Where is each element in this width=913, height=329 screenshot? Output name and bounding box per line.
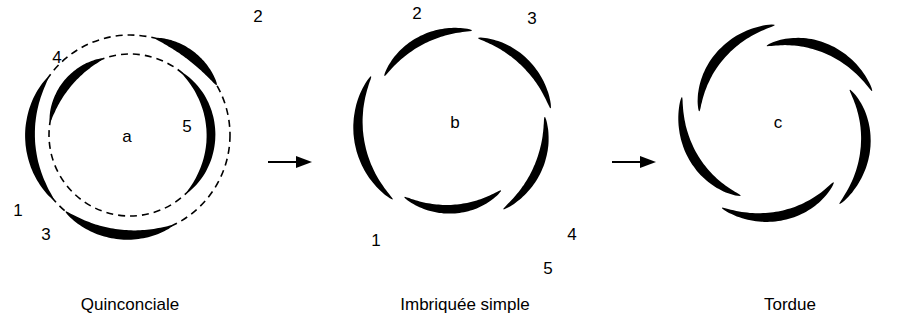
petal [503,117,548,209]
callout-number: 1 [371,232,380,249]
figure-letter: a [122,128,131,145]
petal [66,211,173,239]
caption: Imbriquée simple [400,296,529,313]
callout-number: 4 [52,49,61,66]
petal [353,76,393,199]
callout-number: 4 [567,226,576,243]
petal [478,38,551,109]
caption: Quinconciale [81,296,179,313]
callout-number: 2 [412,5,421,22]
arrow-head [296,156,312,168]
arrow-line [268,161,298,163]
callout-number: 2 [253,8,262,25]
petal [384,28,472,76]
petal [767,38,873,91]
petal [698,25,775,112]
callout-number: 1 [13,202,22,219]
petal [839,90,870,204]
callout-number: 5 [182,118,191,135]
petal [25,77,54,199]
arrow-line [612,161,642,163]
caption: Tordue [764,296,816,313]
dashed-outline [30,35,230,235]
petal-group [25,25,872,240]
petal [722,182,834,222]
petal [404,190,501,213]
callout-number: 3 [41,226,50,243]
petal [182,73,216,193]
petal [678,97,740,196]
figure-letter: b [450,114,459,131]
arrow-head [640,156,656,168]
callout-number: 3 [527,10,536,27]
petal [50,59,103,122]
callout-number: 5 [543,260,552,277]
figure-letter: c [774,114,783,131]
